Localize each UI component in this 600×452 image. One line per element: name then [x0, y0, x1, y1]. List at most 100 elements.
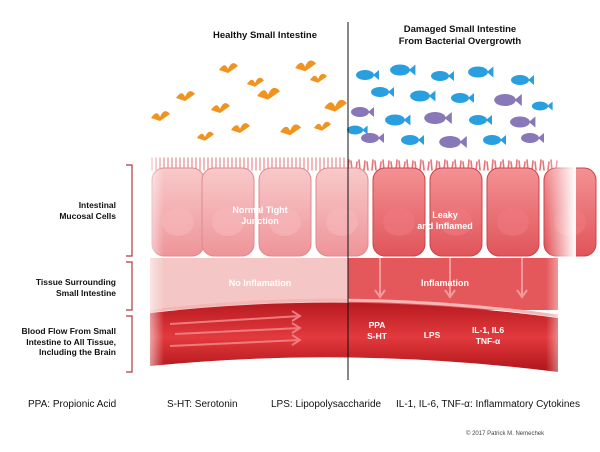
villus	[363, 160, 366, 171]
label-blood-line1: Blood Flow From Small	[21, 326, 116, 336]
bird	[309, 73, 327, 83]
fish	[510, 116, 530, 128]
bracket-tissue	[126, 261, 133, 311]
label-lps: LPS	[423, 330, 441, 340]
cell-nucleus	[326, 208, 358, 236]
label-leaky-line2: and Inflamed	[417, 221, 473, 231]
villus	[419, 159, 422, 171]
bird	[151, 111, 170, 121]
fish-tail	[444, 112, 452, 124]
villus	[483, 160, 486, 171]
fish-tail	[538, 133, 544, 143]
fish	[401, 135, 419, 145]
bird	[324, 99, 347, 112]
villus	[539, 159, 542, 171]
bird	[313, 121, 331, 131]
left-fade	[138, 150, 164, 380]
mucosal-cells	[151, 167, 597, 257]
copyright: © 2017 Patrick M. Nemechek	[466, 431, 545, 437]
bird	[295, 60, 316, 72]
fish	[385, 114, 405, 126]
cell-nucleus	[212, 208, 244, 236]
villus	[475, 161, 478, 171]
fish	[483, 135, 501, 145]
header-damaged: Damaged Small Intestine From Bacterial O…	[360, 24, 560, 48]
label-leaky-line1: Leaky	[432, 210, 458, 220]
bird	[280, 124, 301, 136]
fish-tail	[528, 116, 536, 128]
label-tissue: Tissue Surrounding Small Intestine	[4, 277, 116, 298]
label-sht: S-HT	[367, 331, 387, 341]
cell-nucleus	[162, 208, 194, 236]
bird	[176, 91, 195, 101]
fish-tail	[547, 101, 553, 111]
blood-flow-arrows	[169, 310, 302, 347]
fish	[439, 136, 461, 148]
fish	[361, 133, 379, 143]
fish	[494, 94, 516, 106]
fish	[431, 71, 449, 81]
inflammation-arrows	[374, 258, 528, 299]
fish-tail	[486, 115, 492, 125]
bracket-mucosal	[126, 164, 133, 257]
villus	[542, 160, 545, 171]
legend-lps: LPS: Lipopolysaccharide	[271, 399, 382, 410]
label-tissue-line2: Small Intestine	[56, 287, 116, 298]
legend-ppa: PPA: Propionic Acid	[28, 399, 117, 410]
bird	[219, 63, 238, 73]
fish-tail	[362, 125, 368, 135]
fish-tail	[408, 64, 416, 76]
bird	[257, 87, 280, 100]
fish	[511, 75, 529, 85]
bird	[246, 77, 264, 87]
fish-tail	[388, 87, 394, 97]
label-ppa-sht: PPA S-HT	[353, 320, 401, 342]
villus	[366, 161, 369, 171]
fish	[469, 115, 487, 125]
fish	[356, 70, 374, 80]
fish-tail	[418, 135, 424, 145]
header-damaged-line1: Damaged Small Intestine	[403, 24, 517, 35]
label-ppa: PPA	[368, 320, 386, 330]
bracket-blood	[126, 315, 133, 373]
villus	[422, 160, 425, 171]
right-fade	[546, 150, 576, 380]
fish-tail	[468, 93, 474, 103]
fish-tail	[514, 94, 522, 106]
fish	[351, 107, 369, 117]
header-healthy: Healthy Small Intestine	[212, 30, 317, 41]
villus	[371, 159, 374, 171]
villus	[374, 160, 377, 171]
fish	[468, 66, 488, 78]
cell-nucleus	[383, 208, 415, 236]
label-tnf: TNF-α	[475, 336, 501, 346]
label-mucosal-line2: Mucosal Cells	[59, 210, 116, 221]
label-tissue-line1: Tissue Surrounding	[35, 277, 116, 287]
villus	[486, 161, 489, 171]
overgrowth-bacteria-fish	[346, 64, 553, 148]
fish	[451, 93, 469, 103]
bird	[196, 131, 214, 141]
legend-sht: S-HT: Serotonin	[167, 399, 238, 410]
bird	[211, 103, 230, 113]
fish	[424, 112, 446, 124]
villus	[491, 159, 494, 171]
fish-tail	[368, 107, 374, 117]
blood-vessel-wall	[149, 298, 559, 318]
villus	[430, 159, 433, 171]
label-cytokines: IL-1, IL6 TNF-α	[456, 325, 520, 347]
label-blood-line3: Including the Brain	[39, 347, 116, 357]
fish	[346, 125, 364, 135]
healthy-bacteria-birds	[151, 60, 347, 141]
fish-tail	[500, 135, 506, 145]
fish-tail	[403, 114, 411, 126]
label-mucosal-cells: Intestinal Mucosal Cells	[4, 200, 116, 221]
label-il: IL-1, IL6	[471, 325, 505, 335]
fish-tail	[428, 90, 436, 102]
villus	[427, 161, 430, 171]
section-brackets	[126, 164, 133, 373]
label-blood-flow: Blood Flow From Small Intestine to All T…	[4, 326, 116, 358]
cell-nucleus	[269, 208, 301, 236]
